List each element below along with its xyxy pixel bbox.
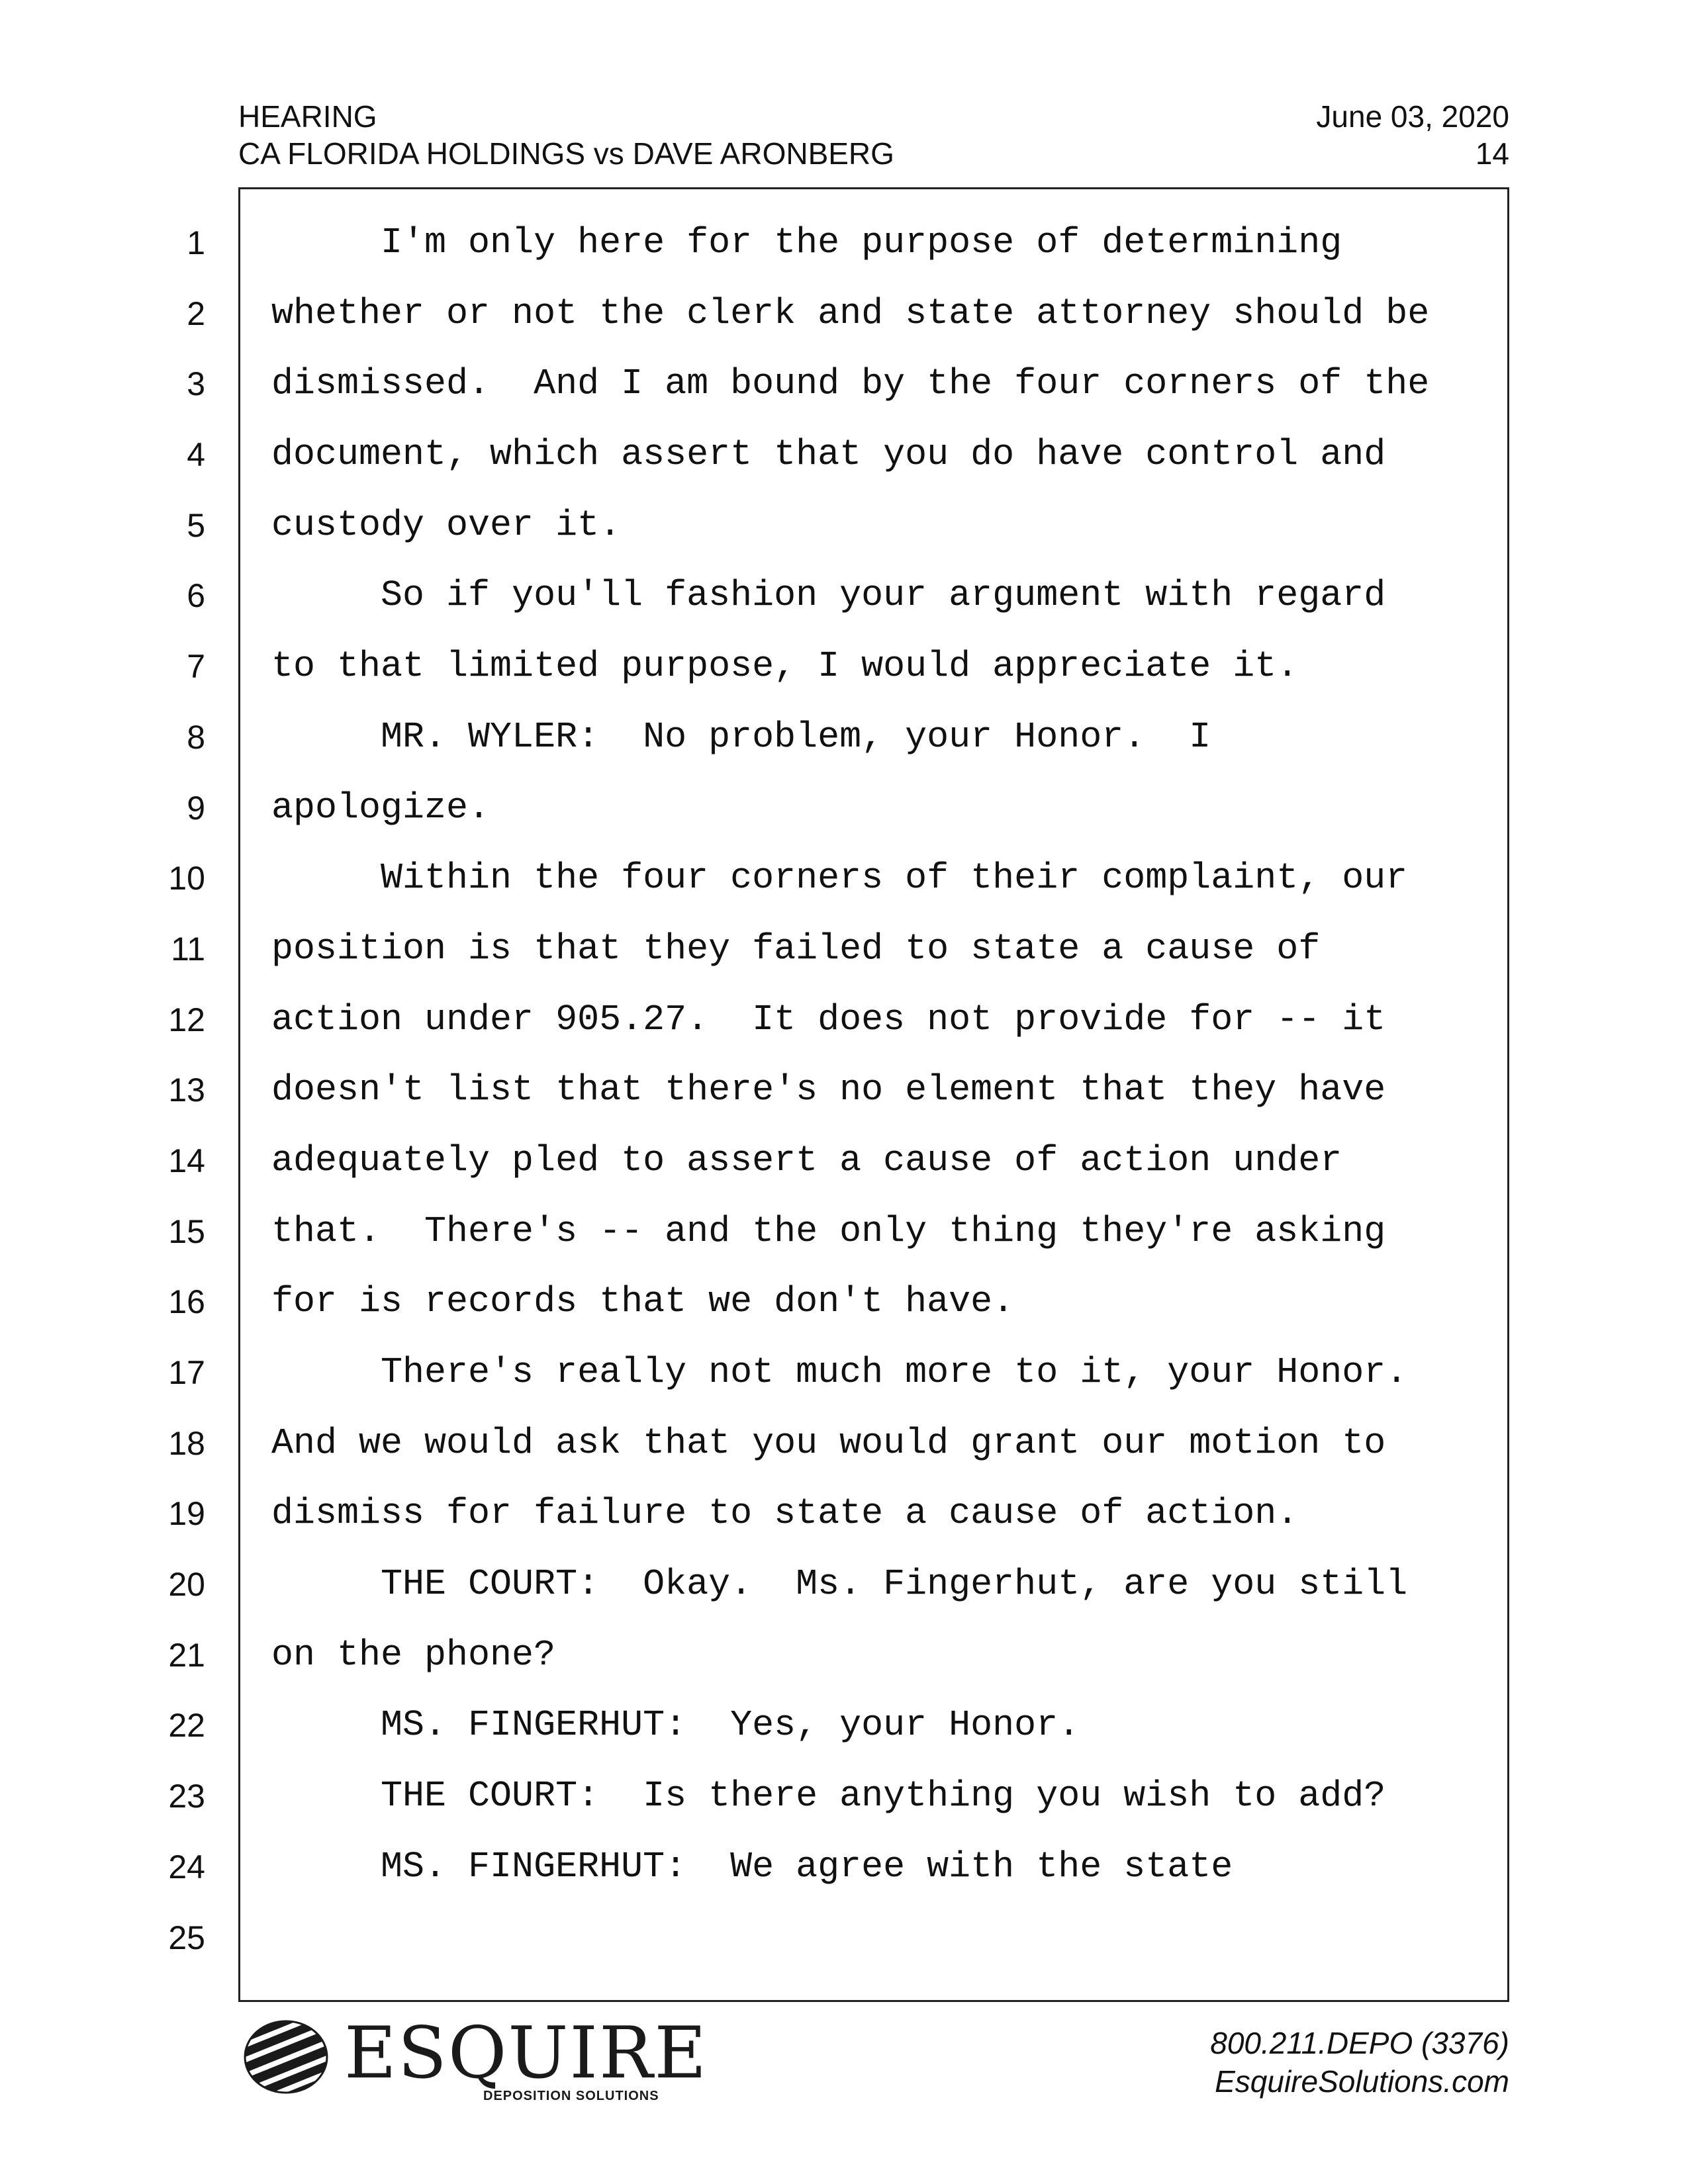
transcript-line: Within the four corners of their complai… xyxy=(271,857,1408,899)
transcript-line: THE COURT: Okay. Ms. Fingerhut, are you … xyxy=(271,1563,1408,1606)
line-number: 4 xyxy=(187,436,205,474)
transcript-body: I'm only here for the purpose of determi… xyxy=(271,208,1503,1973)
line-number: 10 xyxy=(168,860,205,897)
transcript-line: MS. FINGERHUT: Yes, your Honor. xyxy=(271,1704,1080,1747)
transcript-line: for is records that we don't have. xyxy=(271,1281,1015,1323)
transcript-line: position is that they failed to state a … xyxy=(271,927,1321,970)
esquire-logo: ESQUIRE DEPOSITION SOLUTIONS xyxy=(238,2012,706,2105)
hearing-date: June 03, 2020 xyxy=(1316,99,1509,134)
transcript-line: There's really not much more to it, your… xyxy=(271,1351,1408,1393)
contact-website: EsquireSolutions.com xyxy=(1215,2064,1509,2099)
line-number: 15 xyxy=(168,1212,205,1250)
transcript-line: So if you'll fashion your argument with … xyxy=(271,574,1386,617)
line-number: 8 xyxy=(187,718,205,756)
transcript-line: custody over it. xyxy=(271,504,622,546)
transcript-line: document, which assert that you do have … xyxy=(271,433,1386,476)
transcript-line: THE COURT: Is there anything you wish to… xyxy=(271,1775,1386,1817)
case-title: CA FLORIDA HOLDINGS vs DAVE ARONBERG xyxy=(238,136,894,171)
page-number: 14 xyxy=(1475,136,1509,171)
transcript-line: to that limited purpose, I would appreci… xyxy=(271,645,1299,688)
line-number: 9 xyxy=(187,789,205,827)
transcript-line: dismiss for failure to state a cause of … xyxy=(271,1492,1299,1535)
transcript-line: on the phone? xyxy=(271,1633,556,1676)
line-number: 2 xyxy=(187,295,205,332)
line-number: 19 xyxy=(168,1495,205,1533)
transcript-line: action under 905.27. It does not provide… xyxy=(271,998,1386,1040)
line-number: 5 xyxy=(187,506,205,544)
logo-tagline: DEPOSITION SOLUTIONS xyxy=(483,2089,659,2103)
transcript-line: that. There's -- and the only thing they… xyxy=(271,1210,1386,1252)
transcript-frame xyxy=(238,187,1509,2002)
line-number: 22 xyxy=(168,1707,205,1745)
transcript-line: I'm only here for the purpose of determi… xyxy=(271,222,1342,263)
header-row-top: HEARING June 03, 2020 xyxy=(238,98,1509,135)
line-number: 13 xyxy=(168,1071,205,1109)
line-number: 16 xyxy=(168,1283,205,1321)
transcript-line: doesn't list that there's no element tha… xyxy=(271,1069,1386,1111)
line-number: 7 xyxy=(187,648,205,686)
transcript-line: adequately pled to assert a cause of act… xyxy=(271,1139,1342,1181)
line-number: 17 xyxy=(168,1354,205,1391)
transcript-line: whether or not the clerk and state attor… xyxy=(271,292,1430,334)
hearing-label: HEARING xyxy=(238,99,377,134)
header-row-bottom: CA FLORIDA HOLDINGS vs DAVE ARONBERG 14 xyxy=(238,135,1509,172)
line-number: 18 xyxy=(168,1424,205,1462)
page-header: HEARING June 03, 2020 CA FLORIDA HOLDING… xyxy=(238,98,1509,176)
logo-wordmark: ESQUIRE xyxy=(344,2012,708,2095)
line-number: 12 xyxy=(168,1001,205,1038)
line-number: 6 xyxy=(187,577,205,615)
line-number: 1 xyxy=(187,224,205,261)
line-number: 3 xyxy=(187,365,205,403)
transcript-line: MS. FINGERHUT: We agree with the state xyxy=(271,1845,1233,1888)
transcript-line: MR. WYLER: No problem, your Honor. I xyxy=(271,715,1211,758)
line-number: 24 xyxy=(168,1848,205,1886)
transcript-line: apologize. xyxy=(271,786,491,829)
striped-globe-icon xyxy=(244,2020,328,2094)
line-number: 20 xyxy=(168,1566,205,1604)
line-number: 14 xyxy=(168,1142,205,1179)
transcript-line: dismissed. And I am bound by the four co… xyxy=(271,363,1430,405)
line-number: 25 xyxy=(168,1919,205,1956)
transcript-line: And we would ask that you would grant ou… xyxy=(271,1422,1386,1464)
line-number: 21 xyxy=(168,1636,205,1674)
line-number: 11 xyxy=(171,930,205,968)
line-number: 23 xyxy=(168,1778,205,1815)
contact-phone: 800.211.DEPO (3376) xyxy=(1210,2026,1509,2060)
transcript-line xyxy=(271,1903,1503,1974)
footer-contact: 800.211.DEPO (3376) EsquireSolutions.com xyxy=(1210,2024,1509,2101)
